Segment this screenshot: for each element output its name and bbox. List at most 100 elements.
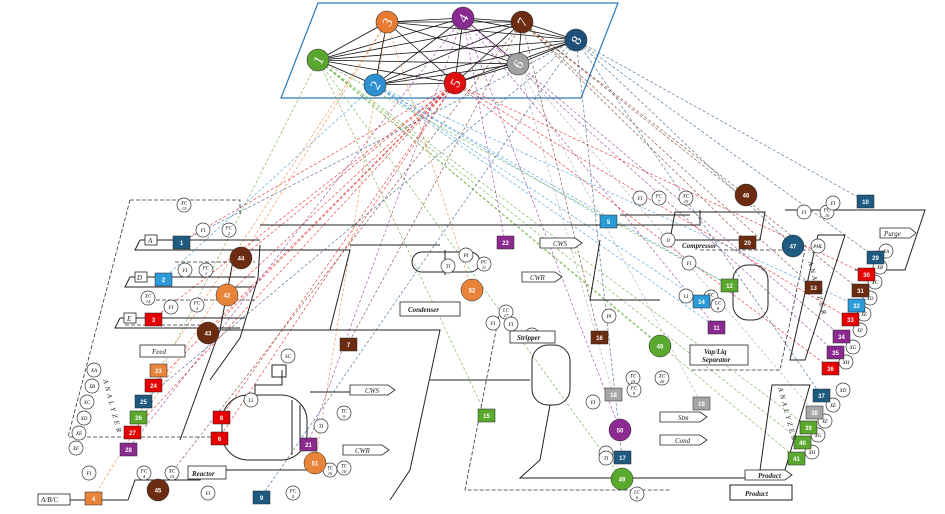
square-box	[210, 431, 229, 446]
square-marker: 26	[129, 410, 148, 425]
correlation-line	[260, 39, 577, 498]
instrument-tag: PC	[480, 261, 488, 266]
stream-a-label: A	[147, 237, 153, 245]
square-marker: 21	[299, 437, 318, 452]
circle-marker: 46	[734, 183, 758, 207]
correlation-line	[386, 21, 473, 291]
instrument-number: 13	[182, 206, 187, 211]
instrument-bubble: XD	[835, 382, 851, 398]
node-circle	[306, 48, 330, 72]
node-circle	[506, 52, 530, 76]
square-box	[134, 394, 153, 409]
correlation-line	[317, 59, 623, 480]
instrument-bubble: FI	[485, 315, 501, 331]
square-marker: 17	[613, 450, 632, 465]
instrument-tag: LI	[248, 399, 254, 404]
square-marker: 1	[172, 235, 191, 250]
square-box	[299, 437, 318, 452]
square-number: 21	[305, 443, 312, 449]
condenser-label: Condenser	[408, 306, 439, 314]
product-arrow-label: Product	[758, 472, 782, 480]
circle-marker: 47	[781, 234, 805, 258]
square-box	[692, 396, 711, 411]
square-number: 30	[863, 273, 870, 279]
instrument-tag: LC	[502, 309, 510, 314]
square-number: 1	[180, 241, 184, 247]
instrument-bubble: TI	[598, 450, 614, 466]
square-marker: 10	[856, 194, 875, 209]
instrument-number: 15	[170, 474, 175, 479]
square-box	[144, 312, 163, 327]
square-number: 13	[810, 286, 817, 292]
circle-fill	[460, 278, 484, 302]
square-number: 8	[220, 416, 224, 422]
instrument-tag: TC	[630, 375, 637, 380]
square-box	[841, 312, 860, 327]
instrument-circle	[243, 392, 259, 408]
correlation-line	[226, 82, 456, 296]
square-marker: 27	[123, 425, 142, 440]
instrument-circle	[710, 297, 726, 313]
square-box	[799, 420, 818, 435]
instrument-tag: TI	[446, 265, 451, 270]
square-number: 15	[483, 414, 490, 420]
correlation-line	[374, 84, 717, 328]
instrument-bubble: FI	[796, 204, 812, 220]
instrument-tag: SC	[285, 355, 292, 360]
instrument-circle	[177, 262, 193, 278]
instrument-tag: XC	[871, 281, 879, 286]
instrument-number: 5	[292, 494, 295, 499]
instrument-tag: XF	[821, 420, 829, 425]
instrument-bubble: FI	[195, 222, 211, 238]
network-edge	[317, 59, 519, 65]
square-number: 9	[260, 496, 264, 502]
instrument-tag: LI	[683, 295, 689, 300]
instrument-bubble: FI	[825, 195, 841, 211]
instrument-bubble: FI	[163, 299, 179, 315]
instrument-number: 8	[717, 306, 720, 311]
square-number: 34	[838, 335, 845, 341]
square-box	[847, 298, 866, 313]
instrument-tag: FI	[590, 401, 596, 406]
instrument-bubble: XF	[852, 322, 868, 338]
square-box	[738, 235, 757, 250]
instrument-bubble: FC9	[626, 382, 642, 398]
correlation-line	[131, 82, 456, 433]
square-number: 10	[862, 200, 869, 206]
cond-label: Cond	[675, 437, 691, 445]
network-node: 1	[306, 48, 330, 72]
instrument-bubble: PI	[458, 247, 474, 263]
instrument-circle	[485, 315, 501, 331]
correlation-line	[521, 21, 748, 243]
network-edge	[374, 82, 456, 86]
instrument-tag: XB	[876, 266, 883, 271]
node-circle	[443, 71, 467, 95]
square-marker: 5	[599, 214, 618, 229]
instrument-circle	[198, 262, 214, 278]
node-circle	[375, 10, 399, 34]
square-number: 32	[853, 304, 860, 310]
analyzer-label-2: ANALYZER	[776, 385, 799, 443]
square-number: 2	[162, 278, 166, 284]
instrument-bubble: LC8	[710, 297, 726, 313]
correlation-line	[157, 21, 523, 491]
square-marker: 12	[720, 278, 739, 293]
instrument-circle	[86, 362, 102, 378]
square-marker: 11	[707, 320, 726, 335]
instrument-circle	[164, 465, 180, 481]
correlation-line	[521, 21, 600, 338]
network-node: 4	[451, 6, 475, 30]
instrument-circle	[585, 394, 601, 410]
instrument-tag: FI	[86, 472, 92, 477]
feed-label: Feed	[151, 348, 166, 356]
square-marker: 20	[738, 235, 757, 250]
circle-fill	[146, 478, 170, 502]
correlation-line	[462, 17, 717, 328]
instrument-bubble: FI	[177, 262, 193, 278]
instrument-tag: XH	[842, 361, 850, 366]
instrument-tag: FI	[508, 323, 514, 328]
